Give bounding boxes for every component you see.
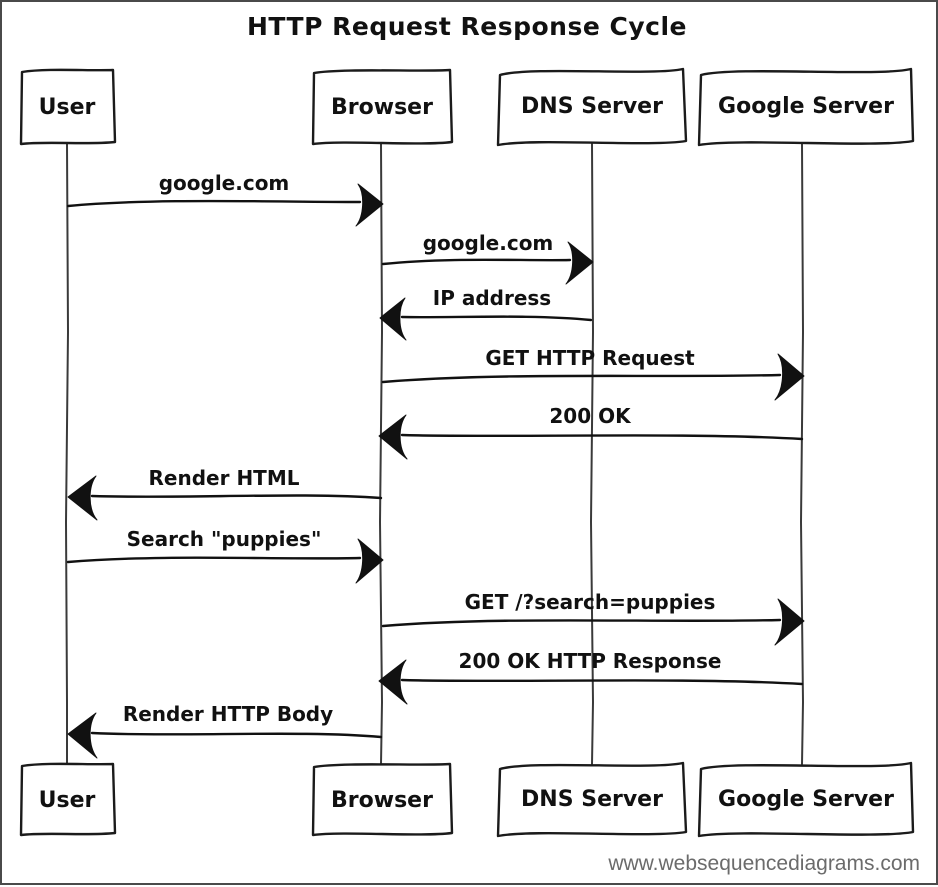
participant-label-google-bottom: Google Server: [718, 787, 894, 812]
participant-box-browser-top[interactable]: Browser: [311, 68, 454, 146]
lifelines: [64, 143, 805, 765]
participant-label-browser-bottom: Browser: [331, 788, 433, 813]
participant-label-browser-top: Browser: [331, 95, 433, 120]
message-label-1: google.com: [159, 171, 290, 195]
participant-label-dns-bottom: DNS Server: [521, 787, 663, 812]
participant-label-user-top: User: [39, 95, 96, 120]
message-9-200-ok-http-response[interactable]: 200 OK HTTP Response: [378, 649, 804, 705]
message-10-render-http-body[interactable]: Render HTTP Body: [67, 702, 383, 759]
participant-box-user-top[interactable]: User: [19, 68, 117, 146]
lifeline-user: [64, 143, 70, 765]
message-label-8: GET /?search=puppies: [465, 590, 716, 614]
message-5-200-ok[interactable]: 200 OK: [378, 404, 804, 460]
participant-box-google-top[interactable]: Google Server: [697, 67, 915, 147]
lifeline-browser: [378, 143, 384, 765]
participant-box-dns-top[interactable]: DNS Server: [496, 67, 688, 147]
participant-label-dns-top: DNS Server: [521, 94, 663, 119]
message-3-ip-address[interactable]: IP address: [379, 286, 593, 341]
message-label-7: Search "puppies": [127, 527, 322, 551]
participant-boxes-bottom: User Browser DNS Server Google Server: [19, 761, 915, 838]
page-title: HTTP Request Response Cycle: [247, 12, 687, 41]
message-label-9: 200 OK HTTP Response: [459, 649, 722, 673]
message-label-2: google.com: [423, 231, 554, 255]
footer-watermark: www.websequencediagrams.com: [607, 852, 920, 875]
lifeline-google: [799, 143, 805, 765]
message-7-search-puppies[interactable]: Search "puppies": [66, 527, 384, 584]
participant-label-google-top: Google Server: [718, 94, 894, 119]
participant-box-browser-bottom[interactable]: Browser: [311, 762, 454, 837]
message-8-get-search-puppies[interactable]: GET /?search=puppies: [381, 590, 805, 646]
participant-boxes-top: User Browser DNS Server Google Server: [19, 67, 915, 147]
message-2-google-com[interactable]: google.com: [381, 231, 594, 285]
participant-box-user-bottom[interactable]: User: [19, 762, 117, 837]
message-label-3: IP address: [433, 286, 551, 310]
message-label-6: Render HTML: [149, 466, 300, 490]
participant-label-user-bottom: User: [39, 788, 96, 813]
message-label-4: GET HTTP Request: [485, 346, 695, 370]
message-label-5: 200 OK: [549, 404, 632, 428]
message-4-get-http-request[interactable]: GET HTTP Request: [381, 346, 805, 401]
message-1-google-com[interactable]: google.com: [66, 171, 384, 227]
participant-box-dns-bottom[interactable]: DNS Server: [496, 761, 688, 838]
message-6-render-html[interactable]: Render HTML: [67, 466, 383, 521]
message-label-10: Render HTTP Body: [123, 702, 333, 726]
lifeline-dns: [589, 143, 595, 765]
participant-box-google-bottom[interactable]: Google Server: [697, 761, 915, 838]
